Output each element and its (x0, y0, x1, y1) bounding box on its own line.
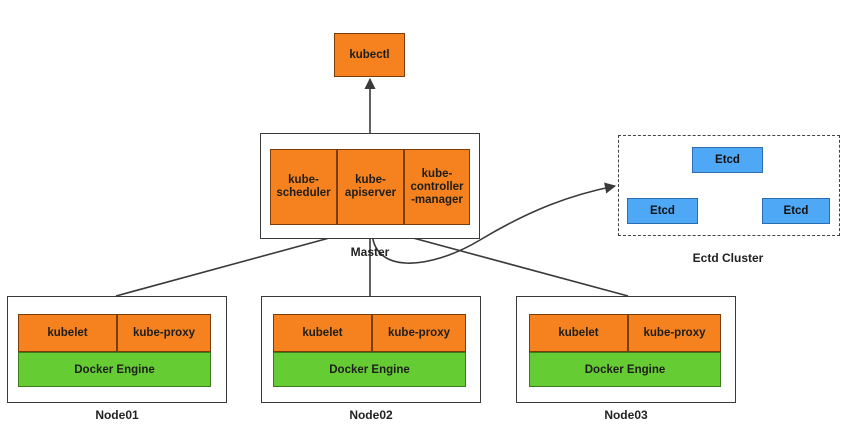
node02-kube-proxy-box: kube-proxy (372, 314, 466, 352)
node02-kubelet-box: kubelet (273, 314, 372, 352)
apiserver-etcd-arrow (371, 182, 617, 264)
kube-apiserver-box: kube- apiserver (337, 149, 404, 225)
kube-scheduler-label: kube- scheduler (276, 174, 331, 199)
node01-kubelet-label: kubelet (47, 326, 88, 339)
node02-docker-engine-label: Docker Engine (329, 363, 410, 376)
etcd-node-top-label: Etcd (715, 154, 740, 166)
node01-kube-proxy-box: kube-proxy (117, 314, 211, 352)
node01-kube-proxy-label: kube-proxy (133, 326, 195, 339)
etcd-cluster-label: Ectd Cluster (692, 251, 764, 265)
node01-kubelet-box: kubelet (18, 314, 117, 352)
node03-docker-engine-box: Docker Engine (529, 352, 721, 387)
node03-kube-proxy-label: kube-proxy (643, 326, 706, 339)
kube-controller-manager-box: kube- controller -manager (404, 149, 470, 225)
kubectl-box: kubectl (334, 33, 405, 77)
etcd-node-left-label: Etcd (650, 205, 675, 217)
node01-apiserver-arrow (115, 225, 368, 297)
etcd-node-right-label: Etcd (783, 205, 809, 217)
node03-kube-proxy-box: kube-proxy (628, 314, 721, 352)
kube-apiserver-label: kube- apiserver (344, 174, 397, 199)
node02-kubelet-label: kubelet (302, 326, 343, 339)
node02-docker-engine-box: Docker Engine (273, 352, 466, 387)
node01-docker-engine-label: Docker Engine (74, 363, 155, 376)
etcd-node-left: Etcd (627, 198, 698, 224)
node02-label: Node02 (349, 408, 393, 422)
node03-kubelet-box: kubelet (529, 314, 628, 352)
etcd-node-top: Etcd (692, 147, 763, 173)
node02-kube-proxy-label: kube-proxy (388, 326, 450, 339)
etcd-node-right: Etcd (762, 198, 830, 224)
kubectl-label: kubectl (349, 48, 390, 61)
kube-scheduler-box: kube- scheduler (270, 149, 337, 225)
node03-kubelet-label: kubelet (558, 326, 599, 339)
master-label: Master (350, 245, 390, 259)
node03-apiserver-arrow (374, 225, 629, 297)
node01-label: Node01 (95, 408, 139, 422)
kube-controller-manager-label: kube- controller -manager (410, 167, 464, 206)
node03-label: Node03 (604, 408, 648, 422)
node01-docker-engine-box: Docker Engine (18, 352, 211, 387)
node03-docker-engine-label: Docker Engine (584, 363, 666, 376)
